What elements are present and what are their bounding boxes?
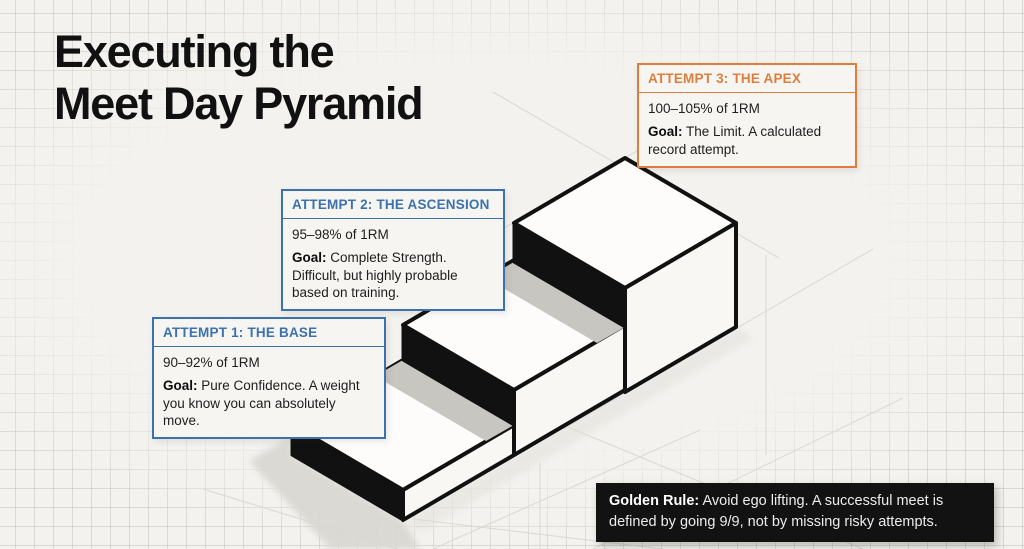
golden-rule-text: Avoid ego lifting. A successful meet is …: [609, 493, 944, 531]
callout-attempt-2-header: ATTEMPT 2: THE ASCENSION: [283, 191, 503, 220]
attempt-1-goal: Goal: Pure Confidence. A weight you know…: [163, 377, 375, 429]
attempt-3-goal-text: The Limit. A calculated record attempt.: [648, 124, 822, 157]
golden-rule-label: Golden Rule:: [609, 493, 700, 509]
page-title-line-2: Meet Day Pyramid: [54, 78, 424, 130]
attempt-2-range: 95–98% of 1RM: [292, 227, 389, 243]
golden-rule-banner: Golden Rule: Avoid ego lifting. A succes…: [596, 483, 994, 543]
callout-attempt-1: ATTEMPT 1: THE BASE 90–92% of 1RM Goal: …: [152, 317, 386, 440]
callout-attempt-3: ATTEMPT 3: THE APEX 100–105% of 1RM Goal…: [637, 63, 857, 168]
callout-attempt-1-body: 90–92% of 1RM Goal: Pure Confidence. A w…: [154, 347, 384, 437]
attempt-2-goal: Goal: Complete Strength. Difficult, but …: [292, 249, 494, 301]
step-3-right-face: [623, 221, 738, 394]
attempt-2-goal-label: Goal:: [292, 250, 327, 266]
attempt-2-goal-text: Complete Strength. Difficult, but highly…: [292, 250, 458, 300]
attempt-1-goal-text: Pure Confidence. A weight you know you c…: [163, 378, 360, 428]
attempt-1-range: 90–92% of 1RM: [163, 355, 260, 371]
ground-shadow: [249, 436, 420, 549]
callout-attempt-3-body: 100–105% of 1RM Goal: The Limit. A calcu…: [639, 93, 855, 166]
page-title-line-1: Executing the: [54, 26, 335, 77]
attempt-3-range: 100–105% of 1RM: [648, 101, 760, 117]
page-title: Executing the Meet Day Pyramid: [54, 26, 424, 130]
attempt-3-goal-label: Goal:: [648, 124, 683, 140]
callout-attempt-2: ATTEMPT 2: THE ASCENSION 95–98% of 1RM G…: [281, 189, 505, 312]
attempt-3-goal: Goal: The Limit. A calculated record att…: [648, 123, 846, 158]
step-2-cast-shadow: [375, 360, 514, 441]
step-3: [512, 156, 738, 394]
callout-attempt-1-header: ATTEMPT 1: THE BASE: [154, 319, 384, 348]
step-3-cast-shadow: [486, 262, 625, 343]
attempt-1-goal-label: Goal:: [163, 378, 198, 394]
callout-attempt-3-header: ATTEMPT 3: THE APEX: [639, 65, 855, 94]
callout-attempt-2-body: 95–98% of 1RM Goal: Complete Strength. D…: [283, 219, 503, 309]
ground-shadow-right: [403, 327, 754, 532]
